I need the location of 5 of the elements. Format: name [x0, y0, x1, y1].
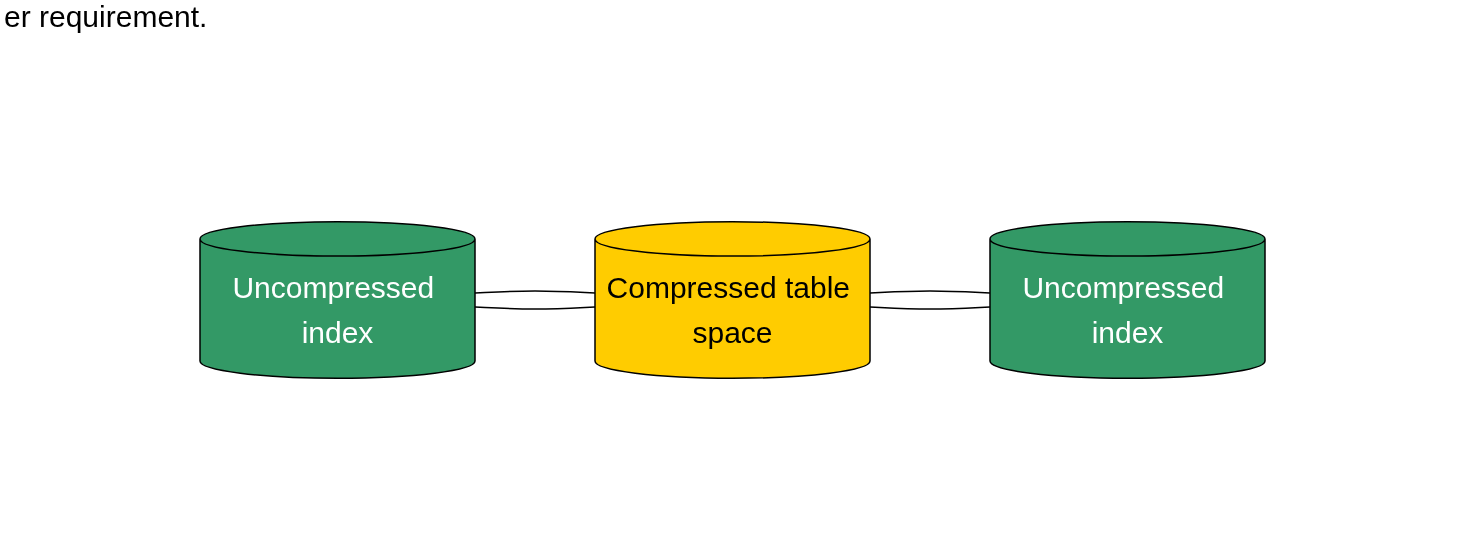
- connector: [474, 306, 596, 310]
- note-text: er requirement.: [4, 0, 208, 34]
- connector: [869, 306, 991, 310]
- connector: [474, 290, 596, 294]
- connector: [869, 290, 991, 294]
